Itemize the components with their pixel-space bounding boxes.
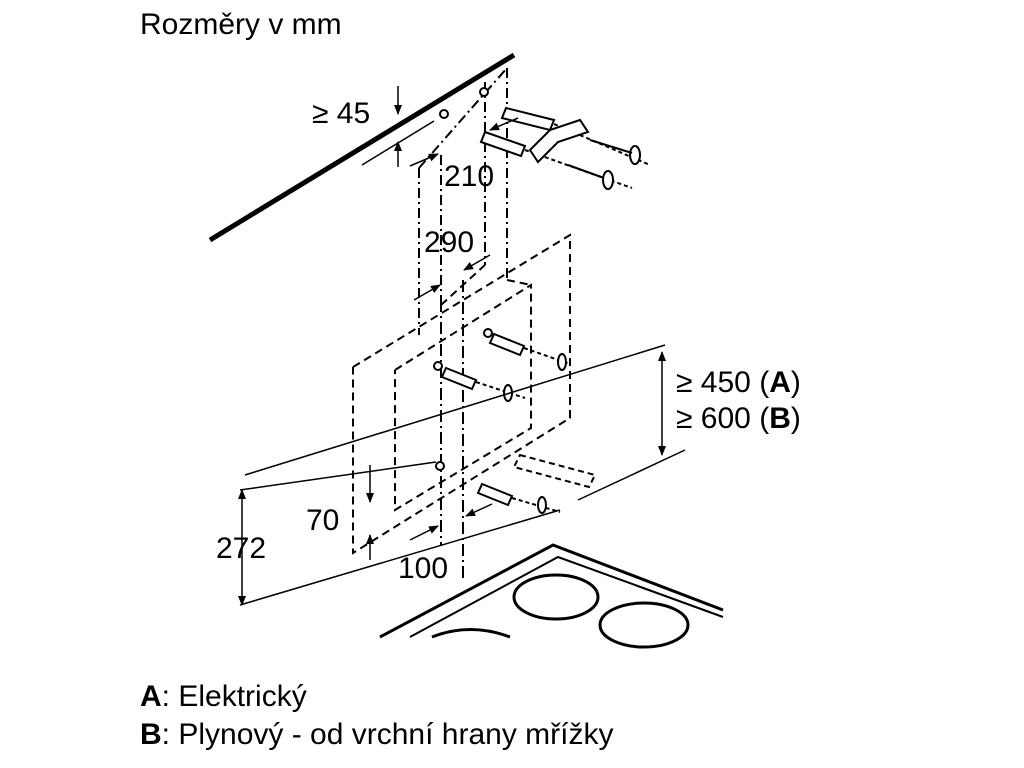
dim-min-top-gap-label: ≥ 45 [312, 97, 370, 130]
dim-hood-clearance-a-label: ≥ 450 (A) [676, 366, 801, 399]
dim-bracket-spacing [409, 117, 519, 167]
lower-bracket [512, 453, 597, 489]
page-title: Rozměry v mm [140, 8, 342, 41]
dim-bracket-spacing-label: 210 [444, 160, 494, 193]
wall-plug-mid-2 [433, 361, 526, 402]
dim-chimney-width [413, 254, 491, 301]
dim-hood-clearance [244, 344, 686, 501]
legend-key-a: A [140, 680, 162, 713]
chimney-upper-outline [418, 67, 508, 335]
dim-hood-clearance-b-label: ≥ 600 (B) [676, 402, 801, 435]
legend-key-b: B [140, 718, 162, 751]
dim-side-offset-label: 70 [306, 504, 339, 537]
dim-center-offset-label: 100 [398, 552, 448, 585]
dim-lower-height-label: 272 [216, 532, 266, 565]
dim-center-offset [409, 503, 493, 541]
screw-top-1 [589, 139, 641, 165]
legend-item-b: B: Plynový - od vrchní hrany mřížky [140, 718, 613, 752]
screw-top-2 [567, 164, 614, 190]
legend-text-b: : Plynový - od vrchní hrany mřížky [161, 718, 614, 751]
bracket [528, 118, 590, 164]
center-axis-lines [440, 280, 464, 580]
dim-chimney-width-label: 290 [424, 226, 474, 259]
wall-plug-screws [433, 87, 651, 514]
dim-min-top-gap [361, 86, 435, 167]
legend-item-a: A: Elektrický [140, 680, 307, 714]
dim-lower-height [238, 461, 561, 606]
cooktop [379, 543, 724, 649]
wall-plug-low [435, 461, 561, 514]
ceiling-line [208, 52, 516, 243]
wall-plug-mid-1 [483, 328, 571, 371]
legend-text-a: : Elektrický [161, 680, 307, 713]
